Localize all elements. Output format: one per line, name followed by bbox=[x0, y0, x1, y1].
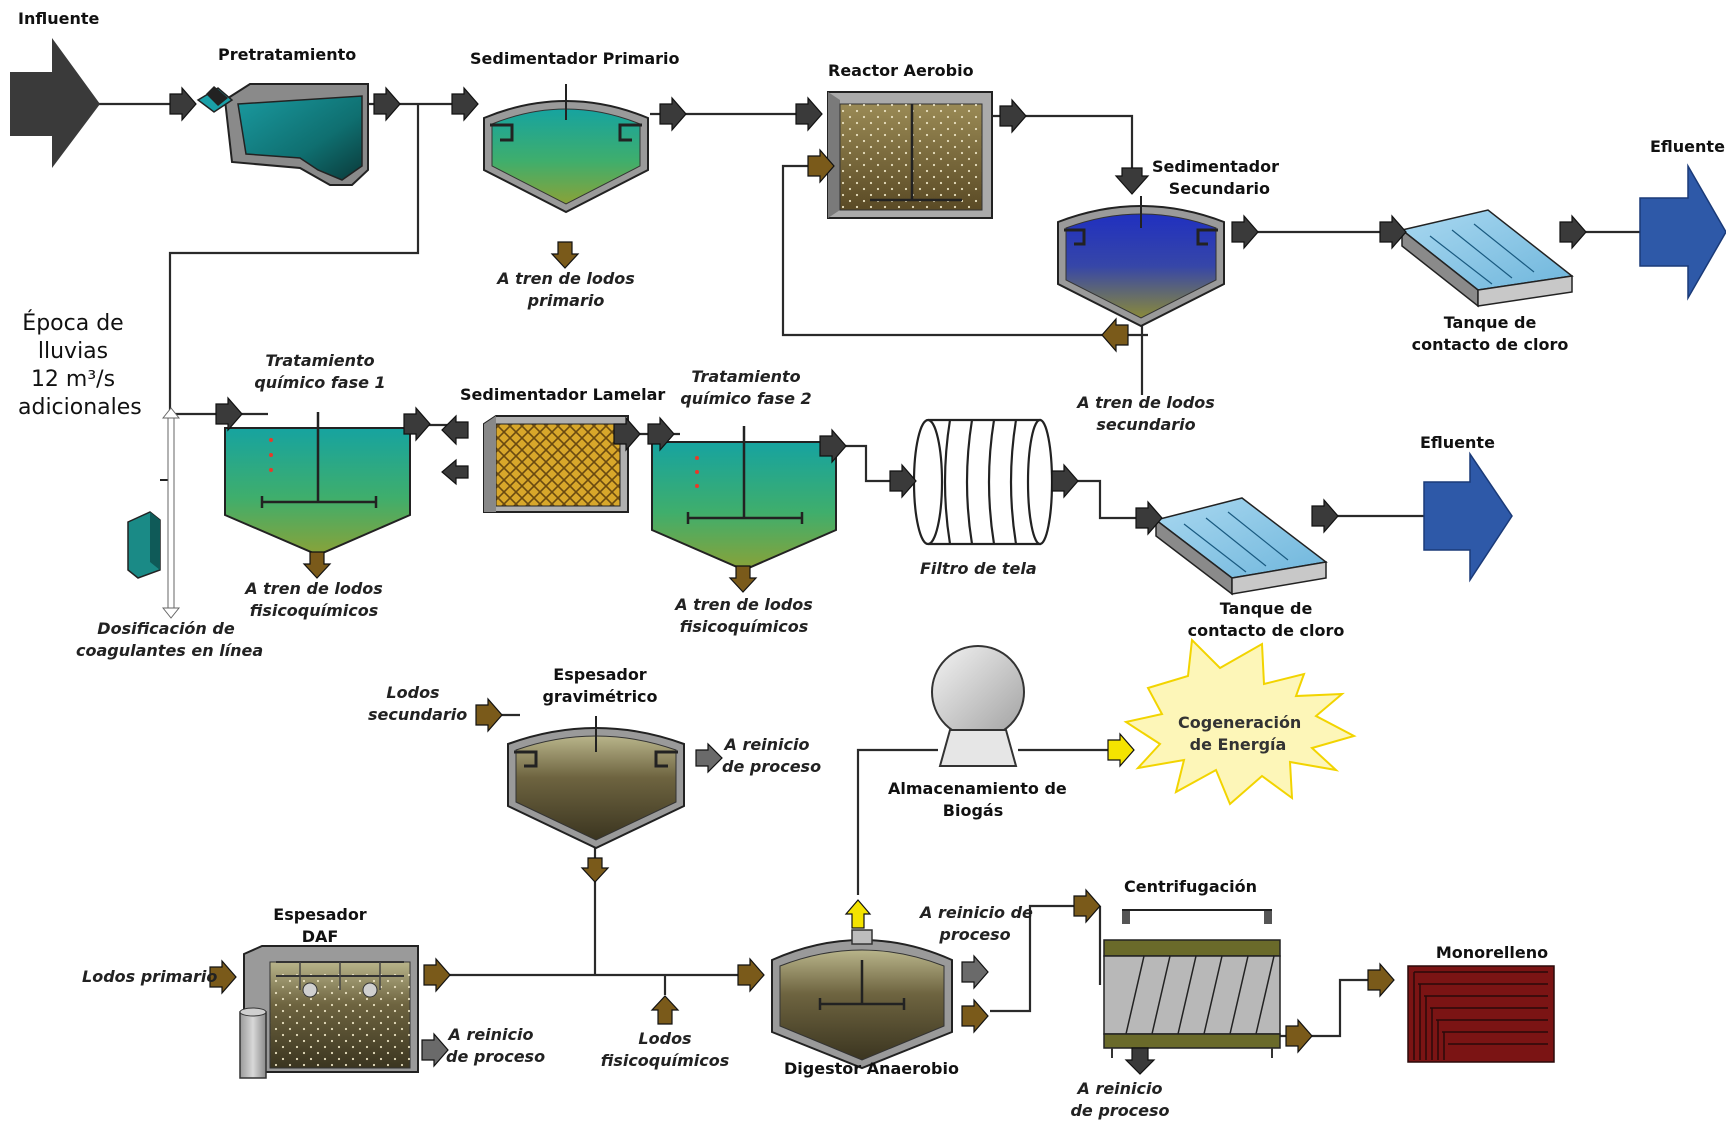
label-pretratamiento: Pretratamiento bbox=[218, 45, 357, 64]
label-filtro-tela: Filtro de tela bbox=[920, 559, 1037, 578]
label-almacenamiento-l2: Biogás bbox=[942, 801, 1004, 820]
label-efluente-1: Efluente bbox=[1650, 137, 1725, 156]
effluent-arrow-1 bbox=[1639, 163, 1726, 301]
label-efluente-2: Efluente bbox=[1420, 433, 1495, 452]
label-lodos-primario-in: Lodos primario bbox=[82, 967, 218, 986]
label-lodos-secundario-in-l2: secundario bbox=[368, 705, 468, 724]
label-reinicio-daf-l1: A reinicio bbox=[448, 1025, 534, 1044]
label-reinicio-grav-l2: de proceso bbox=[722, 757, 822, 776]
label-tanque-cloro-1-l2: contacto de cloro bbox=[1411, 335, 1569, 354]
almacenamiento-biogas bbox=[931, 645, 1025, 767]
centrifugacion bbox=[1103, 909, 1281, 1058]
label-fisico2-l1: A tren de lodos bbox=[675, 595, 813, 614]
label-epoca-l4: adicionales bbox=[18, 395, 142, 420]
label-sedimentador-secundario-l1: Sedimentador bbox=[1152, 157, 1280, 176]
label-espesador-grav-l2: gravimétrico bbox=[542, 687, 658, 706]
sedimentador-secundario bbox=[1057, 196, 1225, 328]
label-almacenamiento-l1: Almacenamiento de bbox=[888, 779, 1067, 798]
influent-arrow bbox=[10, 38, 100, 168]
label-lodos-primario-l1: A tren de lodos bbox=[497, 269, 635, 288]
label-cogen-l1: Cogeneración bbox=[1178, 713, 1302, 732]
label-quimico1-l2: químico fase 1 bbox=[254, 373, 386, 392]
label-reinicio-dig-l1: A reinicio de bbox=[920, 903, 1033, 922]
label-espesador-daf-l1: Espesador bbox=[273, 905, 367, 924]
label-fisico2-l2: fisicoquímicos bbox=[679, 617, 809, 636]
flow-arrows bbox=[169, 86, 1587, 1075]
espesador-daf bbox=[239, 945, 419, 1079]
tanque-cloro-2 bbox=[1154, 497, 1328, 596]
filtro-de-tela bbox=[912, 418, 1054, 546]
label-influente: Influente bbox=[18, 9, 100, 28]
label-tanque-cloro-2-l1: Tanque de bbox=[1219, 599, 1313, 618]
tratamiento-quimico-2 bbox=[651, 426, 837, 572]
label-dosificacion-l1: Dosificación de bbox=[97, 619, 235, 638]
label-epoca-l1: Época de bbox=[22, 311, 124, 336]
label-lodos-fisico-in-l2: fisicoquímicos bbox=[600, 1051, 730, 1070]
sedimentador-primario bbox=[483, 84, 649, 214]
sedimentador-lamelar bbox=[483, 415, 629, 513]
label-lodos-fisico-in-l1: Lodos bbox=[638, 1029, 692, 1048]
label-tanque-cloro-2-l2: contacto de cloro bbox=[1187, 621, 1345, 640]
label-reinicio-cent-l1: A reinicio bbox=[1077, 1079, 1163, 1098]
label-cogen-l2: de Energía bbox=[1189, 735, 1287, 754]
label-quimico2-l2: químico fase 2 bbox=[680, 389, 812, 408]
label-reinicio-dig-l2: proceso bbox=[939, 925, 1011, 944]
label-dosificacion-l2: coagulantes en línea bbox=[76, 641, 264, 660]
label-epoca-l3: 12 m³/s bbox=[30, 367, 116, 392]
label-monorelleno: Monorelleno bbox=[1435, 943, 1549, 962]
label-reactor-aerobio: Reactor Aerobio bbox=[828, 61, 974, 80]
label-lodos-secundario-l2: secundario bbox=[1096, 415, 1196, 434]
espesador-gravimetrico bbox=[507, 716, 685, 850]
label-lodos-primario-l2: primario bbox=[527, 291, 605, 310]
label-reinicio-daf-l2: de proceso bbox=[446, 1047, 546, 1066]
label-centrifugacion: Centrifugación bbox=[1124, 877, 1257, 896]
dosificacion-coagulantes bbox=[127, 407, 181, 619]
pretratamiento-tank bbox=[196, 83, 369, 186]
label-sedimentador-secundario-l2: Secundario bbox=[1168, 179, 1270, 198]
tratamiento-quimico-1 bbox=[224, 412, 411, 557]
label-sedimentador-primario: Sedimentador Primario bbox=[470, 49, 680, 68]
label-sedimentador-lamelar: Sedimentador Lamelar bbox=[460, 385, 666, 404]
label-fisico1-l2: fisicoquímicos bbox=[249, 601, 379, 620]
label-fisico1-l1: A tren de lodos bbox=[245, 579, 383, 598]
label-digestor: Digestor Anaerobio bbox=[784, 1059, 959, 1078]
label-lodos-secundario-l1: A tren de lodos bbox=[1077, 393, 1215, 412]
label-reinicio-grav-l1: A reinicio bbox=[724, 735, 810, 754]
cogeneracion-burst bbox=[1123, 637, 1357, 806]
digestor-anaerobio bbox=[771, 929, 953, 1070]
label-tanque-cloro-1-l1: Tanque de bbox=[1443, 313, 1537, 332]
effluent-arrow-2 bbox=[1423, 451, 1513, 583]
tanque-cloro-1 bbox=[1400, 209, 1574, 308]
label-reinicio-cent-l2: de proceso bbox=[1070, 1101, 1170, 1120]
label-epoca-l2: lluvias bbox=[37, 339, 109, 364]
label-espesador-grav-l1: Espesador bbox=[553, 665, 647, 684]
label-lodos-secundario-in-l1: Lodos bbox=[386, 683, 440, 702]
label-quimico1-l1: Tratamiento bbox=[265, 351, 375, 370]
label-quimico2-l1: Tratamiento bbox=[691, 367, 801, 386]
reactor-aerobio bbox=[827, 91, 993, 219]
label-espesador-daf-l2: DAF bbox=[301, 927, 339, 946]
monorelleno bbox=[1407, 965, 1555, 1063]
